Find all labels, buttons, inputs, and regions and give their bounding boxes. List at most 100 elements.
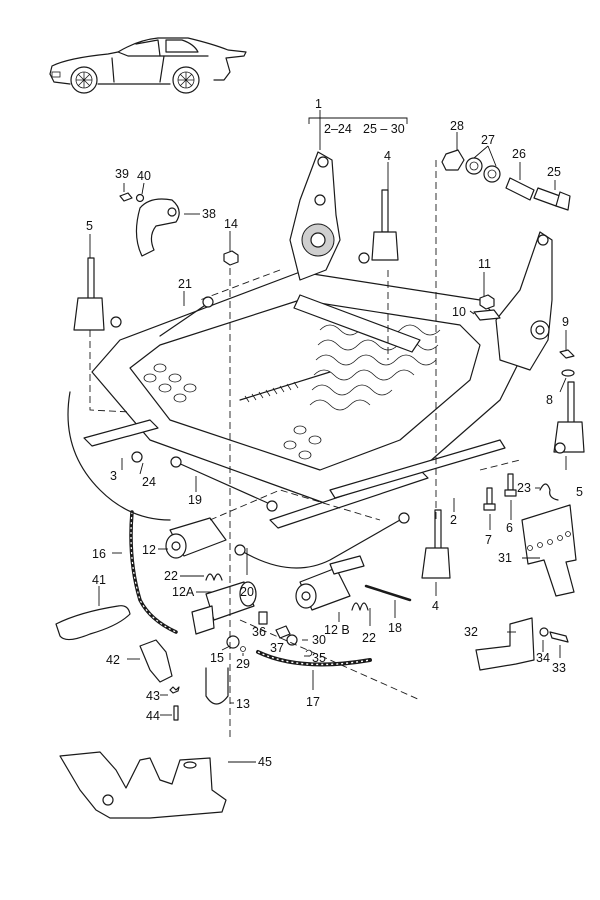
callout-range-2-24: 2–24 [324, 122, 352, 136]
pivot-hardware [441, 149, 571, 211]
callout-40: 40 [137, 169, 151, 183]
callout-19: 19 [188, 493, 202, 507]
callout-22-right: 22 [362, 631, 376, 645]
vehicle-thumbnail [49, 37, 247, 94]
motor-12 [165, 517, 227, 559]
callout-32: 32 [464, 625, 478, 639]
assembly-lines [89, 160, 521, 740]
backrest-hinge-right [495, 231, 553, 371]
star-washer-43 [169, 686, 180, 694]
screw-33 [549, 631, 569, 643]
bracket-42 [139, 639, 173, 683]
callout-41: 41 [92, 573, 106, 587]
washer-24 [131, 451, 143, 463]
callout-42: 42 [106, 653, 120, 667]
washer-34 [539, 627, 549, 637]
callout-30: 30 [312, 633, 326, 647]
callout-12b: 12 B [324, 623, 350, 637]
callout-29: 29 [236, 657, 250, 671]
callout-16: 16 [92, 547, 106, 561]
bracket-32 [475, 617, 535, 671]
spring-clip-22b [351, 602, 369, 611]
bracket-31-holes [527, 531, 571, 551]
nut-14 [223, 250, 239, 266]
callout-45: 45 [258, 755, 272, 769]
bolt-6 [504, 473, 517, 497]
callout-5-right: 5 [576, 485, 583, 499]
u-bolt-13 [205, 667, 229, 705]
callout-43: 43 [146, 689, 160, 703]
callout-31: 31 [498, 551, 512, 565]
callout-10: 10 [452, 305, 466, 319]
backrest-hinge-left [289, 151, 341, 281]
callout-22-left: 22 [164, 569, 178, 583]
spring-36 [258, 611, 268, 625]
adjust-knob-38 [119, 192, 180, 257]
base-bracket-45 [59, 751, 227, 819]
ring-29 [240, 646, 246, 652]
callout-15: 15 [210, 651, 224, 665]
nut-11 [479, 294, 495, 310]
callout-24: 24 [142, 475, 156, 489]
clip-23 [539, 483, 559, 501]
callout-35: 35 [312, 651, 326, 665]
callout-25: 25 [547, 165, 561, 179]
callout-21: 21 [178, 277, 192, 291]
callout-4-bottom: 4 [432, 599, 439, 613]
callout-36: 36 [252, 625, 266, 639]
shaft-18 [364, 584, 412, 602]
callout-23: 23 [517, 481, 531, 495]
leader-lines [89, 132, 567, 763]
callout-labels: 1 2–24 25 – 30 4 28 27 26 25 39 40 38 14… [86, 97, 583, 769]
callout-39: 39 [115, 167, 129, 181]
clip-9 [559, 349, 575, 359]
spring-clip-22a [205, 573, 223, 581]
seat-frame-assembly [83, 271, 521, 529]
callout-2: 2 [450, 513, 457, 527]
frame-holes [143, 363, 322, 460]
height-adjuster-4-bottom [421, 509, 451, 579]
callout-range-25-30: 25 – 30 [363, 122, 405, 136]
motor-12b [295, 555, 365, 611]
height-adjuster-5-right [553, 381, 585, 454]
callout-11: 11 [478, 257, 491, 271]
pad-41 [55, 605, 131, 641]
callout-5-left: 5 [86, 219, 93, 233]
callout-34: 34 [536, 651, 550, 665]
callout-9: 9 [562, 315, 569, 329]
long-cable [67, 391, 171, 521]
callout-26: 26 [512, 147, 526, 161]
callout-13: 13 [236, 697, 250, 711]
callout-4-top: 4 [384, 149, 391, 163]
cable-21 [159, 305, 205, 337]
callout-38: 38 [202, 207, 216, 221]
washer-8 [561, 369, 575, 377]
callout-12: 12 [142, 543, 156, 557]
callout-37: 37 [270, 641, 284, 655]
callout-28: 28 [450, 119, 464, 133]
bolt-7 [483, 487, 496, 511]
callout-33: 33 [552, 661, 566, 675]
callout-44: 44 [146, 709, 160, 723]
callout-3: 3 [110, 469, 117, 483]
height-adjuster-4-top [358, 189, 399, 264]
cable-19 [175, 461, 271, 505]
callout-20: 20 [240, 585, 254, 599]
cable-20 [239, 519, 401, 569]
callout-27: 27 [481, 133, 495, 147]
callout-7: 7 [485, 533, 492, 547]
callout-6: 6 [506, 521, 513, 535]
callout-18: 18 [388, 621, 402, 635]
group-bracket-1 [308, 110, 408, 150]
screw-44 [173, 705, 179, 721]
plate-10 [473, 309, 501, 321]
bracket-31 [521, 504, 577, 597]
callout-14: 14 [224, 217, 238, 231]
callout-1: 1 [315, 97, 322, 111]
circlip-35 [305, 649, 313, 657]
clip-37 [275, 625, 291, 639]
gear-30 [286, 634, 298, 646]
callout-17: 17 [306, 695, 320, 709]
callout-12a: 12A [172, 585, 195, 599]
